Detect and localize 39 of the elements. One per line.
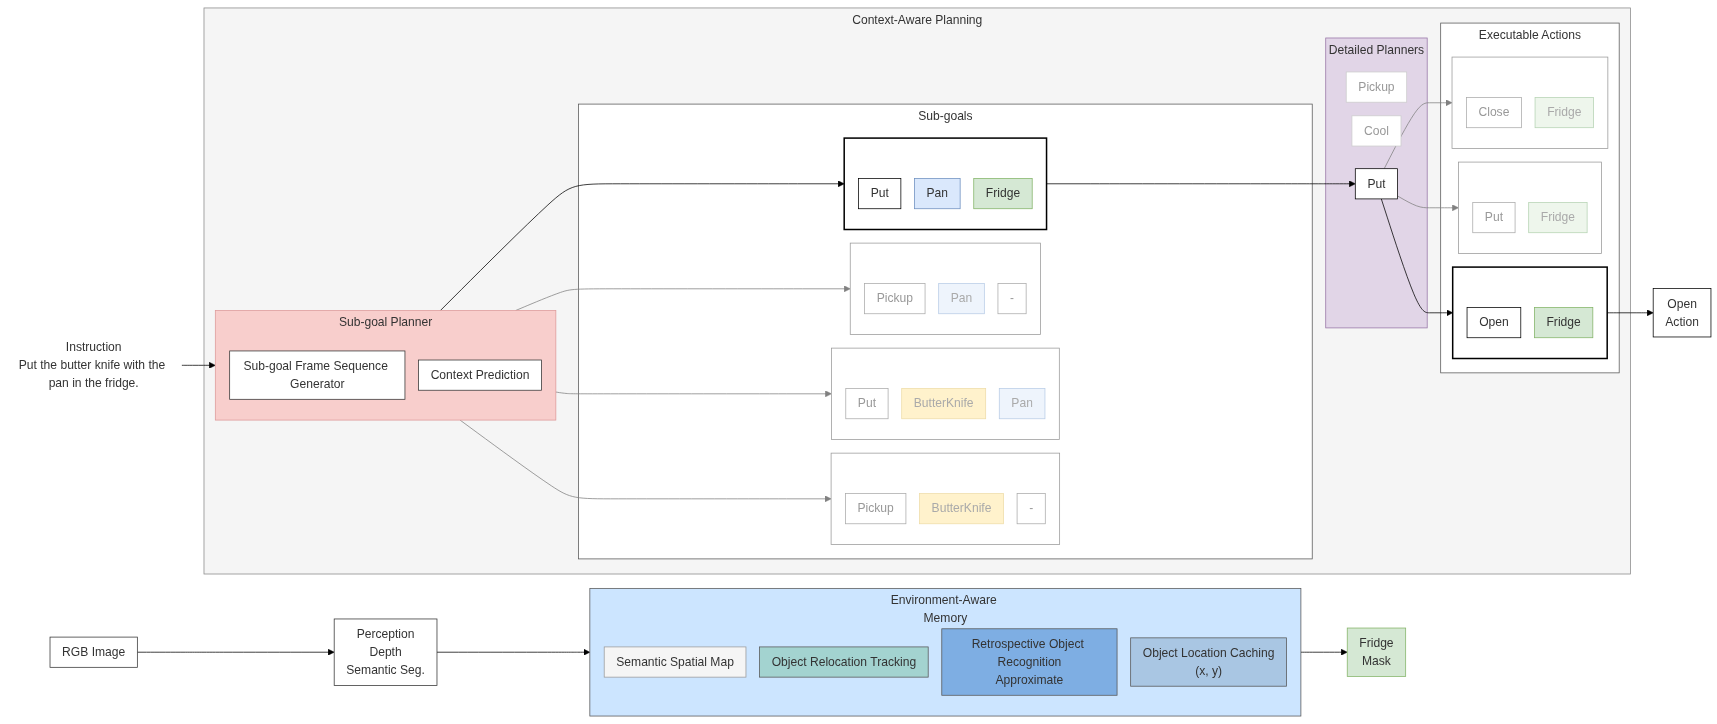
node-text: Instruction Put the butter knife with the pan in the fridge. (18, 340, 166, 390)
node-box: Open Action (1652, 288, 1712, 338)
cluster (1451, 266, 1608, 360)
node-box: Context Prediction (418, 359, 542, 391)
cluster (1451, 56, 1609, 149)
node-box: Object Location Caching (x, y) (1130, 637, 1287, 687)
node-box: Put (858, 178, 902, 210)
node-box: Pickup (864, 283, 926, 315)
cluster (843, 137, 1048, 231)
node-box: Fridge (973, 178, 1033, 210)
node-box: Pickup (1345, 71, 1408, 103)
node-box: Put (845, 388, 889, 420)
node-box: ButterKnife (919, 493, 1004, 525)
node-box: Fridge (1534, 97, 1594, 129)
node-box: Put (1354, 168, 1398, 200)
node-box: Perception Depth Semantic Seg. (333, 618, 438, 686)
node-box: Put (1472, 202, 1516, 234)
node-box: Pickup (845, 493, 907, 525)
node-box: Retrospective Object Recognition Approximate (941, 628, 1118, 696)
node-box: RGB Image (49, 636, 138, 668)
node-box: Sub-goal Frame Sequence Generator (229, 350, 406, 400)
node-box: Open (1466, 307, 1522, 339)
node-box: Fridge Mask (1346, 627, 1407, 677)
node-box: - (1016, 493, 1046, 525)
cluster (1458, 161, 1602, 254)
node-box: Cool (1351, 115, 1402, 147)
node-box: Fridge (1528, 202, 1588, 234)
node-box: Object Relocation Tracking (759, 646, 929, 678)
cluster (831, 347, 1060, 440)
node-box: ButterKnife (901, 388, 987, 420)
node-box: Pan (914, 178, 961, 210)
node-box: Semantic Spatial Map (603, 646, 747, 678)
node-box: Fridge (1534, 307, 1594, 339)
node-box: Close (1466, 97, 1522, 129)
cluster (849, 242, 1041, 335)
node-box: - (997, 283, 1027, 315)
cluster (830, 452, 1061, 545)
node-box: Pan (938, 283, 985, 315)
node-box: Pan (998, 388, 1046, 420)
